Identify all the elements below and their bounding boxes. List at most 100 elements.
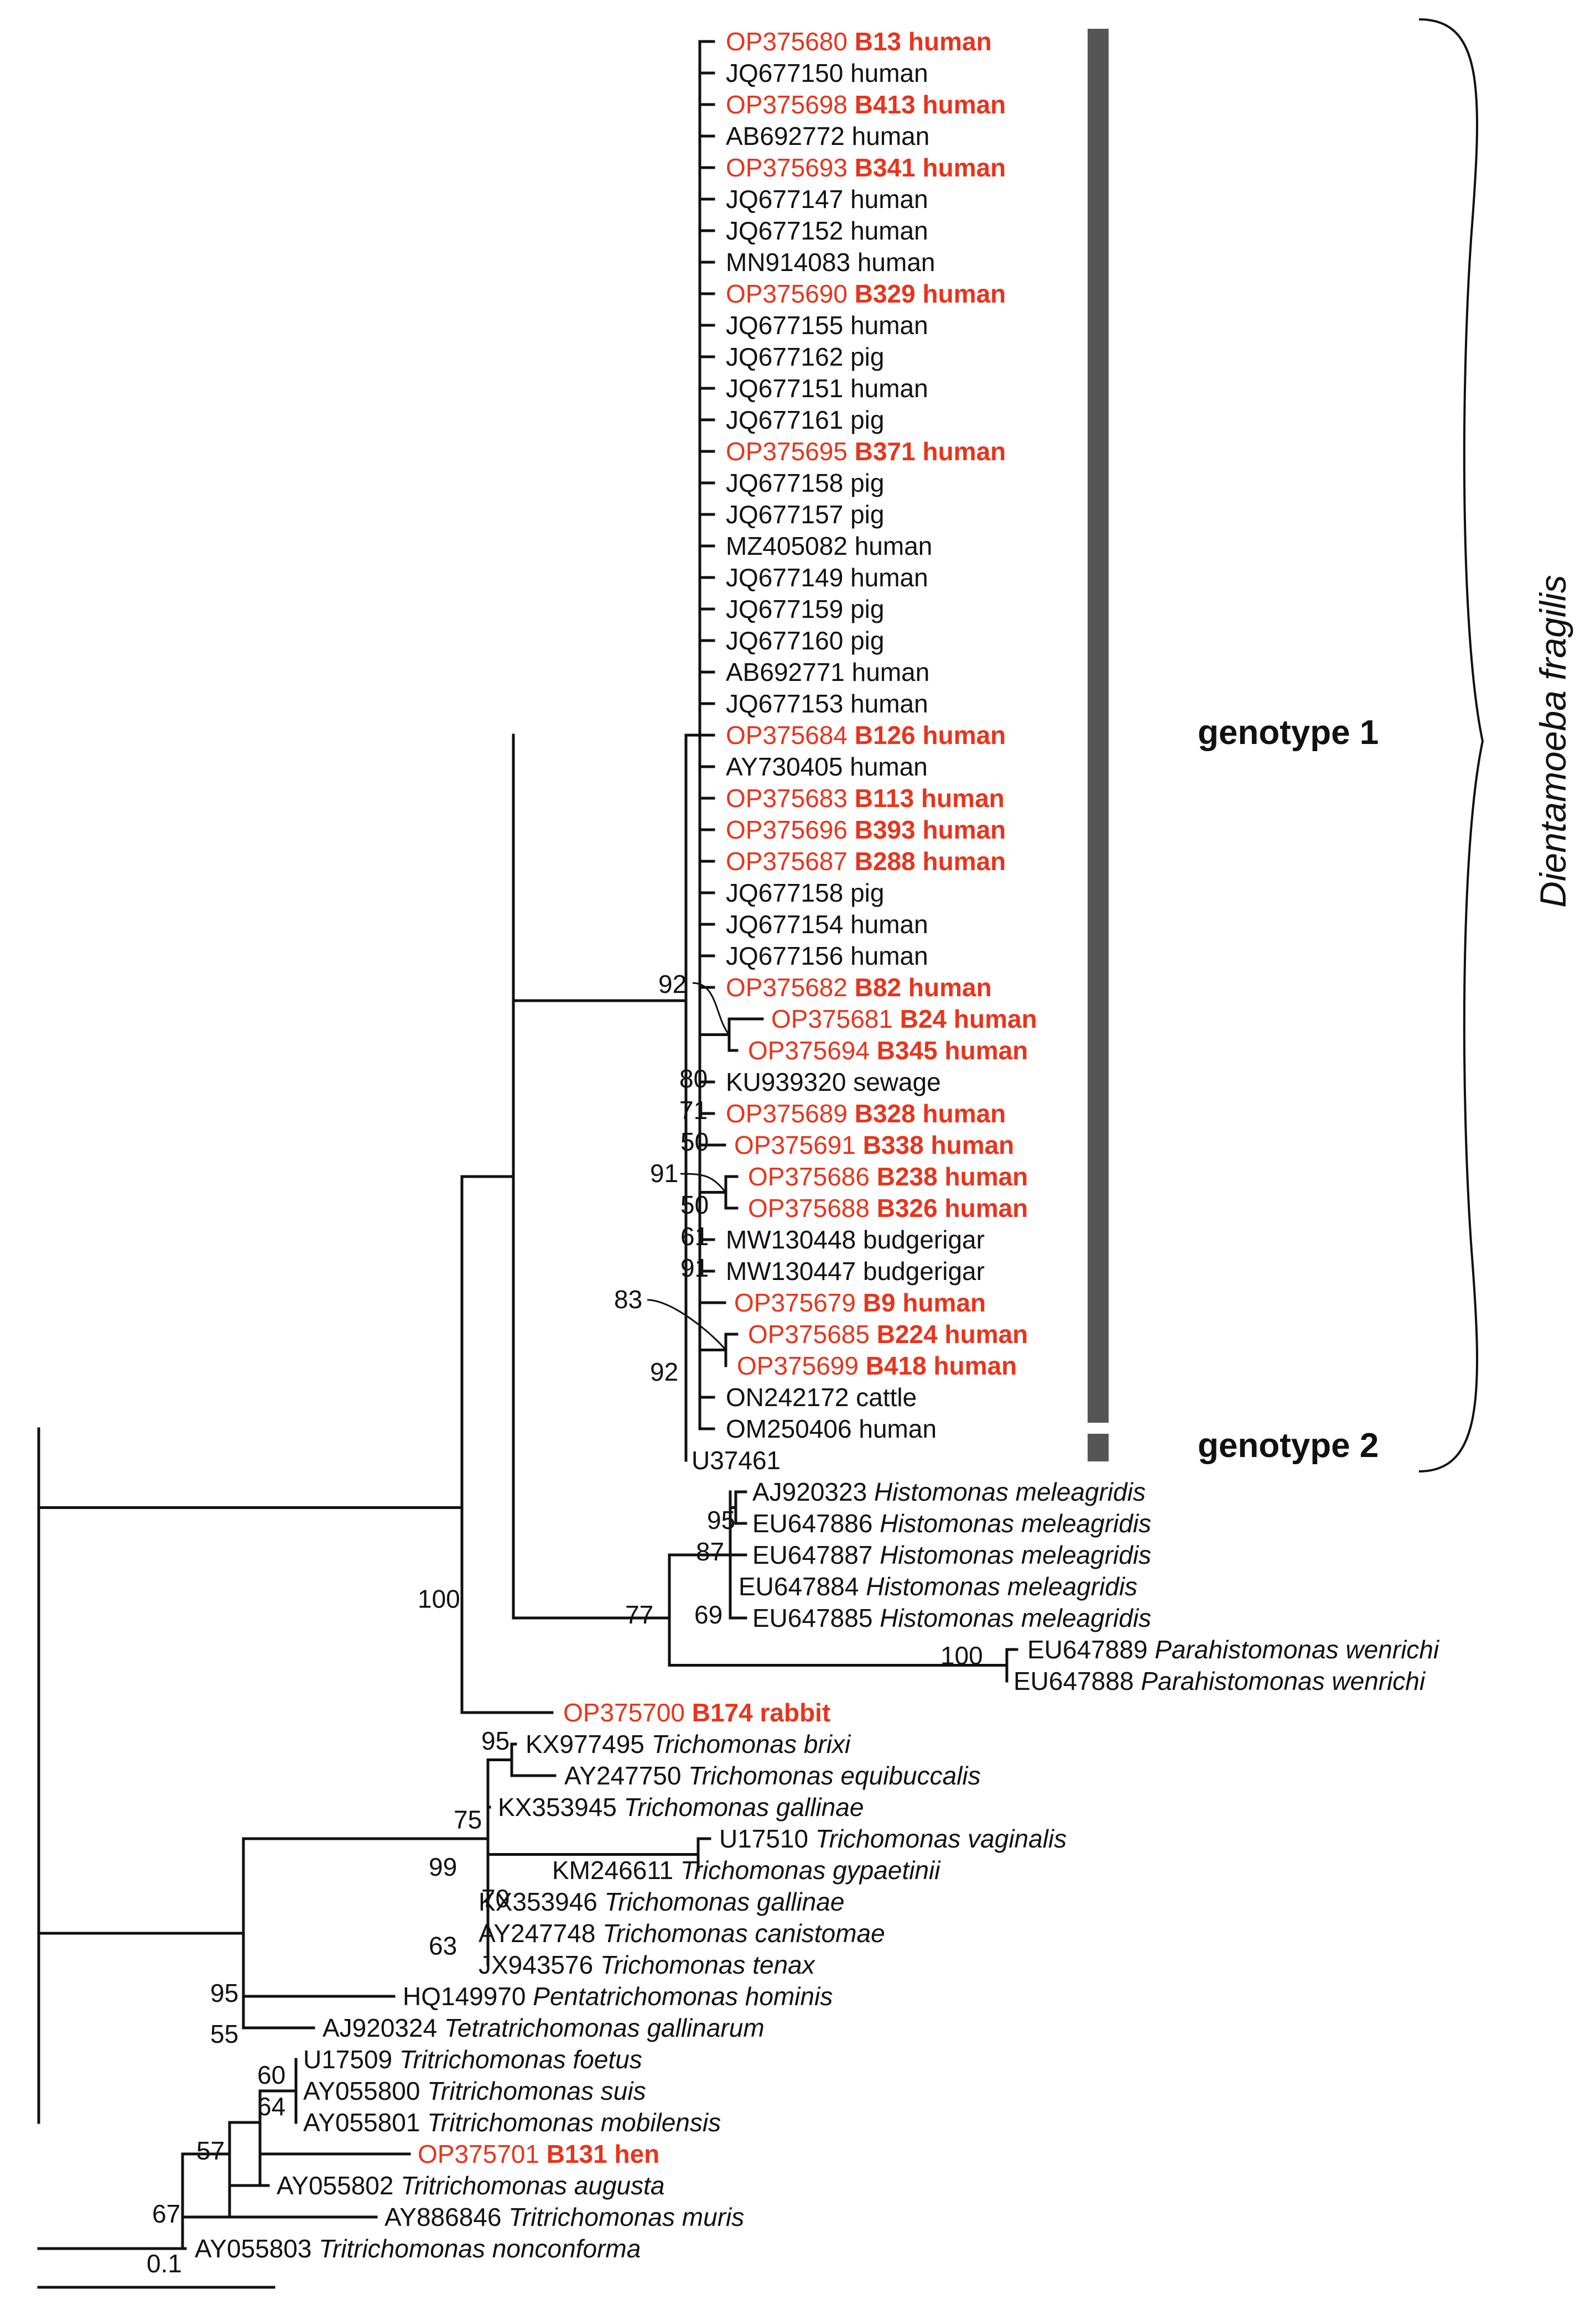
bootstrap-value: 70: [481, 1884, 510, 1913]
leaf-label: OP375679 B9 human: [734, 1288, 986, 1317]
leaf-label: KX977495 Trichomonas brixi: [526, 1730, 851, 1758]
host: human: [850, 752, 928, 781]
sample-id: B393: [855, 815, 916, 844]
accession: MW130448: [726, 1225, 856, 1254]
bootstrap-value: 91: [680, 1253, 709, 1282]
sample-id: B82: [855, 973, 901, 1002]
host: pig: [850, 878, 884, 907]
leaf-label: OP375683 B113 human: [726, 784, 1005, 813]
species-name: Tritrichomonas muris: [508, 2203, 744, 2231]
accession: JQ677155: [726, 311, 843, 340]
leaf-label: OP375701 B131 hen: [418, 2140, 659, 2168]
host: human: [850, 185, 928, 214]
leaf-label: AJ920324 Tetratrichomonas gallinarum: [323, 2013, 765, 2042]
leaf-label: KX353946 Trichomonas gallinae: [479, 1887, 844, 1916]
accession: OP375694: [748, 1036, 870, 1065]
leaf-label: U17509 Tritrichomonas foetus: [303, 2045, 642, 2074]
leaf-label: AY055801 Tritrichomonas mobilensis: [303, 2108, 721, 2137]
accession: JQ677158: [726, 469, 843, 497]
host: human: [855, 532, 933, 560]
sample-id: B13: [855, 27, 901, 56]
bootstrap-value: 64: [257, 2092, 285, 2121]
tree-branches: [37, 40, 1018, 2250]
accession: OP375686: [748, 1162, 870, 1191]
genotype-2-label: genotype 2: [1198, 1427, 1379, 1465]
species-name: Histomonas meleagridis: [874, 1477, 1146, 1506]
leaf-label: JQ677152 human: [726, 216, 928, 245]
host: human: [923, 437, 1006, 466]
host: human: [850, 910, 928, 939]
bootstrap-leader-2: [647, 1299, 727, 1351]
host: human: [908, 27, 992, 56]
host: human: [954, 1005, 1037, 1033]
host: human: [902, 1288, 986, 1317]
host: human: [852, 658, 930, 686]
accession: AY886846: [384, 2203, 501, 2231]
species-name: Histomonas meleagridis: [880, 1541, 1151, 1569]
leaf-label: EU647889 Parahistomonas wenrichi: [1027, 1635, 1440, 1664]
host: human: [850, 941, 928, 970]
leaf-label: JQ677155 human: [726, 311, 928, 340]
species-name: Parahistomonas wenrichi: [1155, 1635, 1440, 1664]
accession: JQ677158: [726, 878, 843, 907]
host: pig: [850, 500, 884, 529]
host: human: [850, 563, 928, 592]
bootstrap-value: 95: [210, 1979, 238, 2007]
host: human: [850, 311, 928, 340]
accession: OP375688: [748, 1194, 870, 1222]
leaf-label: EU647884 Histomonas meleagridis: [739, 1572, 1137, 1601]
accession: AY055803: [195, 2234, 311, 2263]
accession: JQ677147: [726, 185, 843, 214]
leaf-label: AY055803 Tritrichomonas nonconforma: [195, 2234, 641, 2263]
bootstrap-value: 83: [614, 1285, 642, 1314]
sample-id: B328: [855, 1099, 916, 1128]
accession: OP375681: [771, 1005, 893, 1033]
bootstrap-value: 80: [679, 1064, 708, 1093]
leaf-label: JQ677150 human: [726, 59, 928, 87]
leaf-label: JQ677151 human: [726, 374, 928, 403]
leaf-label: OP375687 B288 human: [726, 847, 1006, 876]
leaf-label: AY886846 Tritrichomonas muris: [384, 2203, 744, 2231]
leaf-label: OM250406 human: [726, 1414, 937, 1443]
species-name: Tritrichomonas foetus: [399, 2045, 642, 2074]
species-name: Trichomonas vaginalis: [815, 1824, 1067, 1853]
species-name: Trichomonas tenax: [600, 1950, 816, 1979]
accession: EU647887: [752, 1541, 872, 1569]
accession: AB692772: [726, 122, 845, 150]
leaf-label: AY055800 Tritrichomonas suis: [303, 2077, 646, 2105]
leaf-label: EU647888 Parahistomonas wenrichi: [1013, 1667, 1426, 1695]
leaf-label: HQ149970 Pentatrichomonas hominis: [403, 1982, 833, 2011]
sample-id: B329: [855, 279, 916, 308]
bootstrap-value: 69: [694, 1600, 722, 1629]
leaf-label: AY247750 Trichomonas equibuccalis: [564, 1761, 981, 1790]
species-name: Tritrichomonas mobilensis: [427, 2108, 721, 2137]
leaf-label: AY055802 Tritrichomonas augusta: [277, 2171, 664, 2200]
leaf-label: JQ677162 pig: [726, 342, 884, 371]
leaf-label: JQ677161 pig: [726, 405, 884, 434]
host: human: [923, 721, 1006, 750]
sample-id: B9: [863, 1288, 896, 1317]
accession: KM246611: [552, 1856, 673, 1885]
host: human: [945, 1320, 1028, 1349]
accession: AJ920324: [323, 2013, 437, 2042]
accession: AY730405: [726, 752, 843, 781]
bootstrap-value: 91: [650, 1159, 678, 1188]
accession: OP375693: [726, 153, 848, 182]
host: human: [908, 973, 992, 1002]
host: cattle: [856, 1383, 917, 1412]
host: human: [921, 784, 1005, 813]
accession: U37461: [692, 1446, 781, 1475]
leaf-label: OP375698 B413 human: [726, 90, 1006, 119]
accession: U17510: [719, 1824, 808, 1853]
bootstrap-leader-1: [680, 1173, 727, 1193]
host: human: [852, 122, 930, 150]
species-name: Trichomonas gypaetinii: [680, 1856, 941, 1885]
leaf-label: OP375690 B329 human: [726, 279, 1006, 308]
accession: OP375680: [726, 27, 848, 56]
leaf-label: ON242172 cattle: [726, 1383, 917, 1412]
accession: JQ677156: [726, 941, 843, 970]
accession: OM250406: [726, 1414, 852, 1443]
bootstrap-value: 99: [429, 1853, 457, 1881]
accession: EU647884: [739, 1572, 859, 1601]
accession: OP375689: [726, 1099, 848, 1128]
